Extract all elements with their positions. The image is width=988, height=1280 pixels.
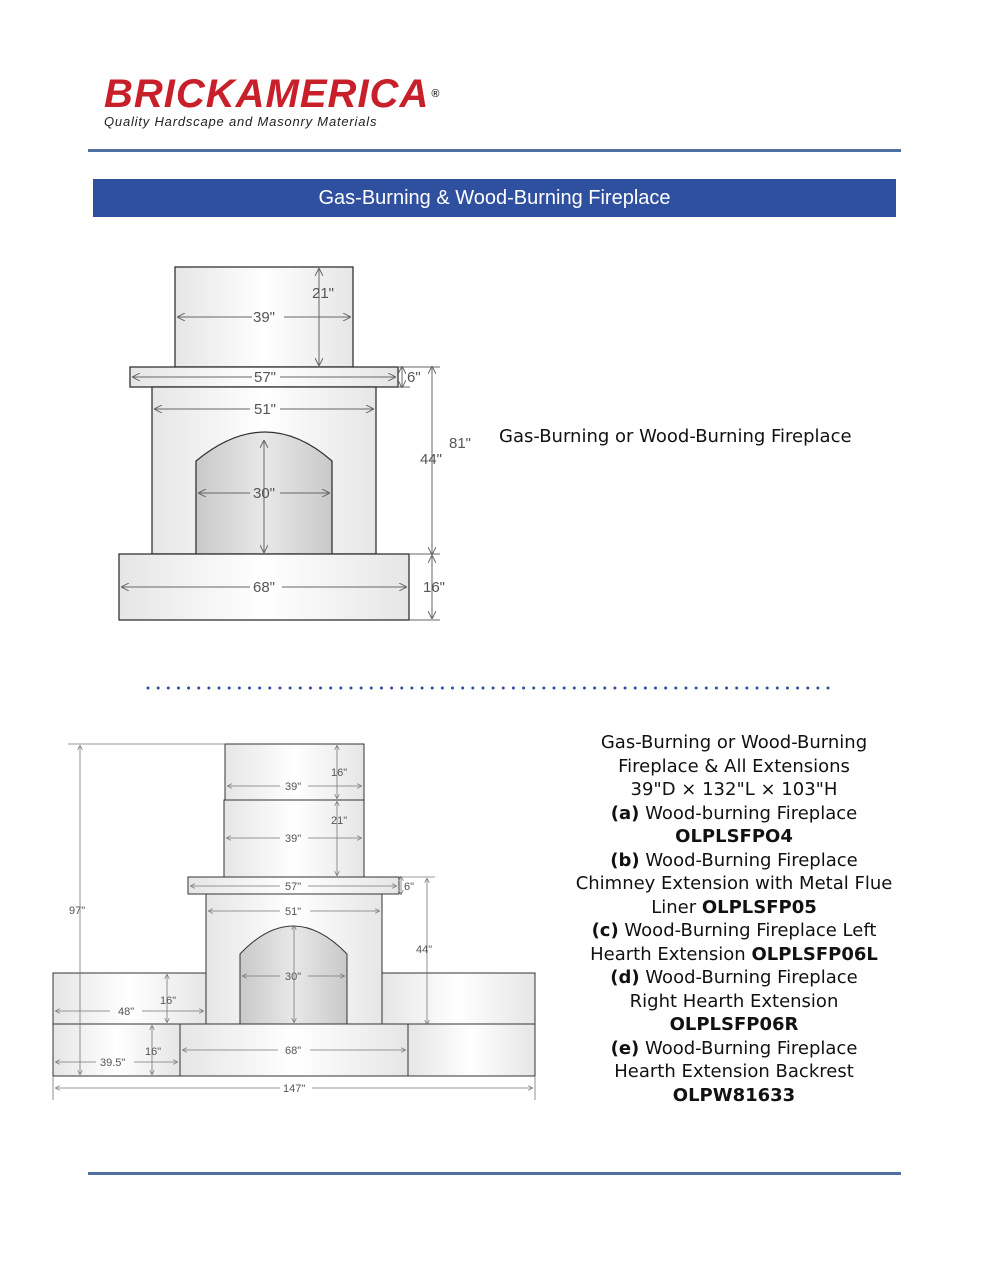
dim-body-height: 44" — [416, 944, 432, 956]
logo-word-brick: BRICK — [104, 72, 236, 116]
dim-mantel-height: 6" — [407, 369, 421, 386]
item-b-text: Liner — [651, 896, 702, 918]
item-a-code-line: OLPLSFPO4 — [560, 825, 908, 849]
dim-backrest-height: 16" — [145, 1046, 161, 1058]
figure2-description: Gas-Burning or Wood-Burning Fireplace & … — [560, 731, 908, 1107]
chimney-block — [223, 799, 365, 878]
dim-mantel-height: 6" — [404, 881, 414, 893]
page-title-banner: Gas-Burning & Wood-Burning Fireplace — [93, 179, 896, 217]
item-d-text: Wood-Burning Fireplace — [639, 967, 858, 988]
item-e-code-line: OLPW81633 — [560, 1084, 908, 1108]
item-a: (a) Wood-burning Fireplace — [560, 802, 908, 826]
dim-overall-width: 147" — [283, 1083, 305, 1095]
fireplace-diagram: 39" 21" 57" 6" 51" 30" 44" 81" 68" 16" — [118, 266, 471, 621]
dim-backrest-width: 39.5" — [100, 1057, 125, 1069]
item-c: (c) Wood-Burning Fireplace Left — [560, 919, 908, 943]
dotted-separator — [146, 686, 838, 690]
item-a-text: Wood-burning Fireplace — [639, 802, 858, 824]
right-backrest — [407, 1023, 536, 1077]
item-e: (e) Wood-Burning Fireplace — [560, 1037, 908, 1061]
left-backrest — [52, 1023, 181, 1077]
logo-wordmark: BRICKAMERICA® — [104, 72, 440, 116]
desc-intro-line: Gas-Burning or Wood-Burning — [600, 732, 868, 753]
item-d-code-line: OLPLSFP06R — [560, 1013, 908, 1037]
item-c-tag: (c) — [591, 920, 619, 941]
fireplace-extensions-diagram: 16" 39" 21" 39" 97" 57" 6" 51" 44" 30" 1… — [52, 743, 536, 1100]
item-e-text: Wood-Burning Fireplace — [639, 1037, 858, 1059]
dim-hearth-ext-width: 48" — [118, 1006, 134, 1018]
item-d-code: OLPLSFP06R — [669, 1014, 799, 1035]
figure1-caption: Gas-Burning or Wood-Burning Fireplace — [499, 426, 852, 447]
item-d-text-line: Right Hearth Extension — [629, 990, 839, 1012]
item-b-code-line: Liner OLPLSFP05 — [560, 896, 908, 920]
logo-word-america: AMERICA — [235, 72, 430, 116]
item-b-tag: (b) — [610, 849, 640, 871]
dim-body-height: 44" — [420, 451, 442, 468]
item-b-code: OLPLSFP05 — [701, 896, 817, 918]
item-e-text-line: Hearth Extension Backrest — [614, 1061, 854, 1082]
item-e-tag: (e) — [610, 1037, 640, 1059]
dim-chimney-width: 39" — [285, 833, 301, 845]
dim-total-height: 97" — [69, 905, 85, 917]
dim-firebox-width: 30" — [285, 971, 301, 983]
dim-hearth-width: 68" — [285, 1045, 301, 1057]
dim-ext-width: 39" — [285, 781, 301, 793]
item-c-text: Hearth Extension — [590, 943, 752, 965]
logo-tagline: Quality Hardscape and Masonry Materials — [104, 114, 378, 129]
item-c-code: OLPLSFP06L — [751, 943, 878, 965]
item-b-text-line: Chimney Extension with Metal Flue — [575, 873, 893, 894]
item-e-code: OLPW81633 — [672, 1084, 796, 1106]
dim-chimney-width: 39" — [253, 309, 275, 326]
item-b-text: Wood-Burning Fireplace — [639, 849, 858, 871]
dim-firebox-width: 30" — [253, 485, 275, 502]
item-a-code: OLPLSFPO4 — [675, 826, 793, 847]
dim-mantel-width: 57" — [254, 369, 276, 386]
item-d-tag: (d) — [610, 967, 640, 988]
logo-registered-mark: ® — [431, 88, 441, 100]
bottom-divider — [88, 1172, 901, 1175]
desc-dimensions: 39"D × 132"L × 103"H — [630, 779, 838, 800]
dim-mantel-width: 57" — [285, 881, 301, 893]
dim-chimney-height: 21" — [331, 815, 347, 827]
chimney-extension-block — [224, 743, 365, 801]
dim-body-width: 51" — [285, 906, 301, 918]
item-b: (b) Wood-Burning Fireplace — [560, 849, 908, 873]
dim-hearth-ext-height: 16" — [160, 995, 176, 1007]
item-d: (d) Wood-Burning Fireplace — [560, 966, 908, 990]
dim-hearth-height: 16" — [423, 579, 445, 596]
right-hearth-extension — [381, 972, 536, 1025]
item-c-code-line: Hearth Extension OLPLSFP06L — [560, 943, 908, 967]
dim-body-width: 51" — [254, 401, 276, 418]
item-c-text: Wood-Burning Fireplace Left — [618, 920, 877, 941]
dim-hearth-width: 68" — [253, 579, 275, 596]
top-divider — [88, 149, 901, 152]
item-a-tag: (a) — [610, 802, 640, 824]
desc-intro-line: Fireplace & All Extensions — [618, 755, 850, 777]
brickamerica-logo: BRICKAMERICA® Quality Hardscape and Maso… — [104, 72, 439, 132]
dim-ext-height: 16" — [331, 767, 347, 779]
dim-chimney-height: 21" — [312, 285, 334, 302]
dim-total-height: 81" — [449, 435, 471, 452]
